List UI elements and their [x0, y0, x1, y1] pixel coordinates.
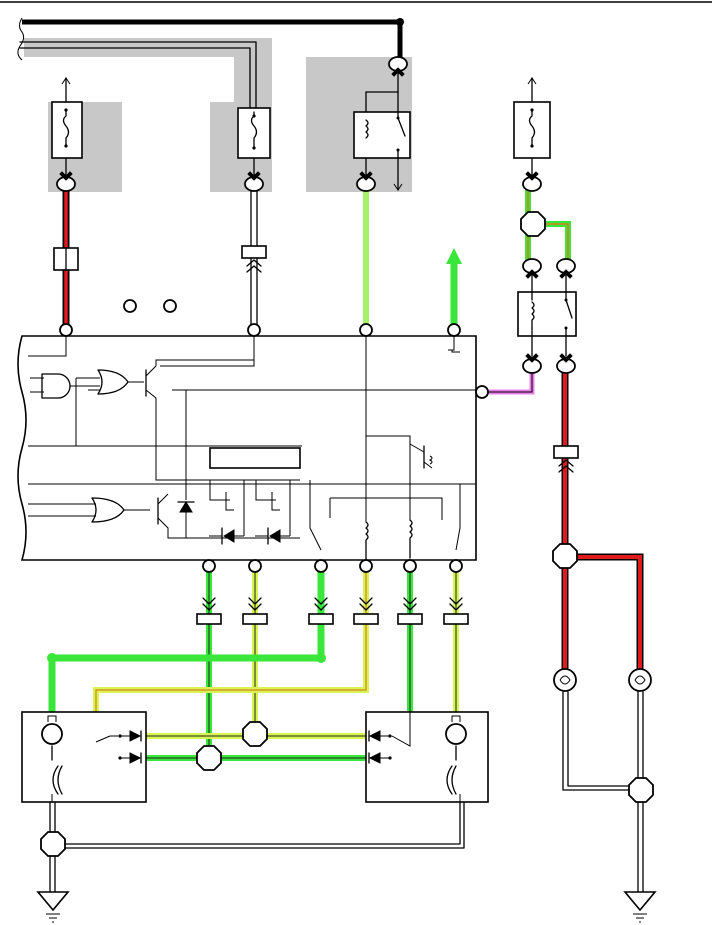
ground-icon	[36, 891, 70, 923]
connector-c9	[556, 353, 576, 374]
splice-3	[242, 721, 268, 747]
wire-break-mark	[17, 17, 25, 61]
and-gate	[41, 373, 71, 399]
connector-c5	[522, 171, 542, 192]
ground-icon	[623, 891, 657, 923]
relay-icon	[365, 119, 369, 139]
or-gate-2	[91, 497, 125, 523]
fuse-icon	[528, 109, 536, 147]
relay-2	[517, 273, 577, 357]
splice-5	[40, 831, 66, 857]
connectors-top	[56, 56, 576, 374]
lamps	[553, 668, 652, 692]
motor-assembly-right	[365, 711, 489, 803]
connector-c3	[356, 171, 376, 192]
motor-assembly-left	[21, 711, 147, 803]
fuse-2	[237, 107, 271, 177]
splice-4	[196, 745, 222, 771]
connectors-bottom	[47, 597, 469, 663]
arrow-up-icon	[446, 248, 462, 264]
or-gate-1	[97, 369, 129, 395]
connector-c4	[388, 56, 408, 77]
motor-icon	[41, 723, 63, 745]
splice-6	[628, 777, 654, 803]
relay-1	[353, 67, 411, 191]
connector-c2	[244, 171, 264, 192]
resistor-block	[209, 447, 301, 469]
terminal-open-2	[163, 299, 177, 313]
fuse-3	[513, 77, 551, 177]
fuse-icon	[250, 111, 258, 149]
fuse-icon	[62, 109, 70, 147]
lamp-icon	[628, 668, 652, 692]
lamp-icon	[553, 668, 577, 692]
top-bus	[17, 17, 404, 109]
grounds	[36, 891, 657, 923]
connector-c1	[56, 171, 76, 192]
inline-connectors	[53, 245, 579, 473]
relay-icon	[531, 301, 535, 329]
splices	[40, 211, 654, 857]
connector-c7	[556, 258, 576, 279]
terminal-open-1	[123, 299, 137, 313]
control-module	[17, 323, 489, 573]
motor-icon	[445, 723, 467, 745]
splice-1	[520, 211, 546, 237]
connector-c8	[522, 353, 542, 374]
fuse-1	[51, 77, 83, 177]
splice-2	[552, 543, 578, 569]
